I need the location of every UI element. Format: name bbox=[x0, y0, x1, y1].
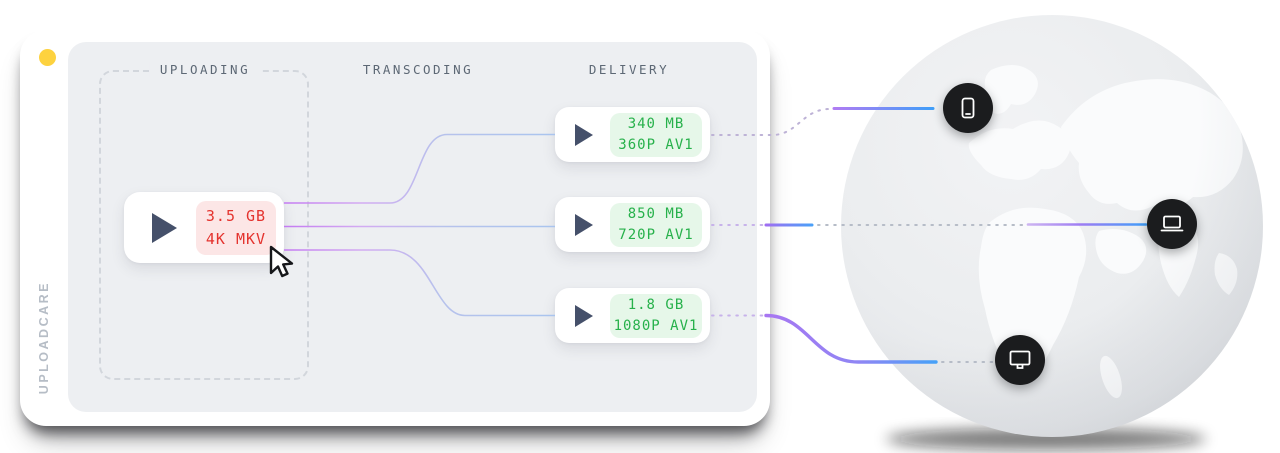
globe-illustration bbox=[841, 15, 1263, 453]
output-card-360p[interactable]: 340 MB 360P AV1 bbox=[555, 107, 710, 162]
play-icon bbox=[575, 304, 596, 327]
source-format: 4K MKV bbox=[205, 229, 267, 248]
output-card-720p[interactable]: 850 MB 720P AV1 bbox=[555, 197, 710, 252]
stage-label-uploading: UPLOADING bbox=[149, 62, 261, 77]
pipeline-card: UPLOADCARE UPLOADING TRANSCODING DELIVER… bbox=[20, 30, 770, 426]
stage-label-delivery: DELIVERY bbox=[588, 62, 670, 77]
output-size: 340 MB bbox=[627, 115, 685, 132]
source-file-badge: 3.5 GB 4K MKV bbox=[196, 200, 276, 255]
source-video-card[interactable]: 3.5 GB 4K MKV bbox=[124, 192, 284, 263]
output-card-1080p[interactable]: 1.8 GB 1080P AV1 bbox=[555, 288, 710, 343]
monitor-pin bbox=[995, 335, 1045, 385]
output-size: 1.8 GB bbox=[627, 296, 685, 313]
source-size: 3.5 GB bbox=[205, 206, 267, 225]
output-format: 1080P AV1 bbox=[613, 317, 699, 334]
play-icon bbox=[575, 213, 596, 236]
brand-logo-text: UPLOADCARE bbox=[37, 280, 51, 394]
output-format: 360P AV1 bbox=[618, 136, 694, 153]
output-badge: 340 MB 360P AV1 bbox=[610, 112, 702, 157]
output-badge: 850 MB 720P AV1 bbox=[610, 202, 702, 247]
window-dot-icon[interactable] bbox=[39, 49, 56, 66]
laptop-icon bbox=[1160, 215, 1184, 232]
output-badge: 1.8 GB 1080P AV1 bbox=[610, 293, 702, 338]
monitor-icon bbox=[1009, 350, 1031, 369]
smartphone-icon bbox=[961, 97, 975, 119]
output-format: 720P AV1 bbox=[618, 226, 694, 243]
laptop-pin bbox=[1147, 199, 1197, 249]
stage-label-transcoding: TRANSCODING bbox=[362, 62, 474, 77]
globe-shadow bbox=[886, 428, 1206, 450]
smartphone-pin bbox=[943, 83, 993, 133]
play-icon bbox=[152, 212, 180, 243]
pipeline-panel: UPLOADING TRANSCODING DELIVERY 3.5 GB 4K… bbox=[68, 42, 757, 412]
output-size: 850 MB bbox=[627, 205, 685, 222]
play-icon bbox=[575, 123, 596, 146]
